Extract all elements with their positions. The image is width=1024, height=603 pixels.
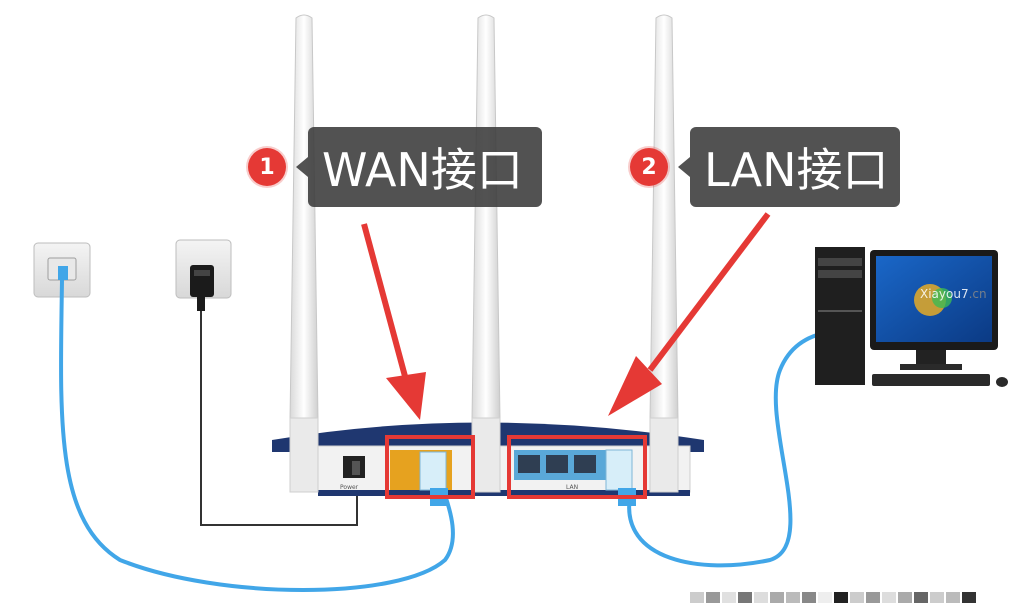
antennas bbox=[289, 14, 679, 421]
wan-cable bbox=[59, 279, 455, 592]
wall-network-socket bbox=[33, 242, 91, 298]
wan-callout-label: WAN接口 bbox=[322, 143, 523, 197]
power-port-label: Power bbox=[340, 484, 359, 491]
watermark-tld: .cn bbox=[968, 287, 987, 301]
watermark-site: Xiayou7 bbox=[920, 287, 969, 301]
pixelated-strip bbox=[690, 592, 990, 603]
router: Power LAN bbox=[272, 417, 704, 506]
wan-arrow bbox=[361, 223, 426, 420]
lan-port-label: LAN bbox=[566, 484, 578, 491]
callout-pointer bbox=[296, 157, 308, 177]
lan-arrow bbox=[608, 212, 771, 416]
desktop-computer bbox=[815, 247, 1008, 387]
lan-callout: LAN接口 bbox=[678, 127, 900, 207]
wan-callout: WAN接口 bbox=[296, 127, 542, 207]
step-badge-1: 1 bbox=[248, 148, 286, 186]
lan-callout-label: LAN接口 bbox=[704, 143, 889, 197]
lan-port-highlight bbox=[507, 435, 647, 499]
wall-power-outlet bbox=[175, 239, 232, 311]
callout-pointer bbox=[678, 157, 690, 177]
step-badge-2: 2 bbox=[630, 148, 668, 186]
wan-port-highlight bbox=[385, 435, 475, 499]
lan-cable bbox=[627, 330, 831, 568]
watermark: Xiayou7.cn bbox=[920, 287, 987, 301]
